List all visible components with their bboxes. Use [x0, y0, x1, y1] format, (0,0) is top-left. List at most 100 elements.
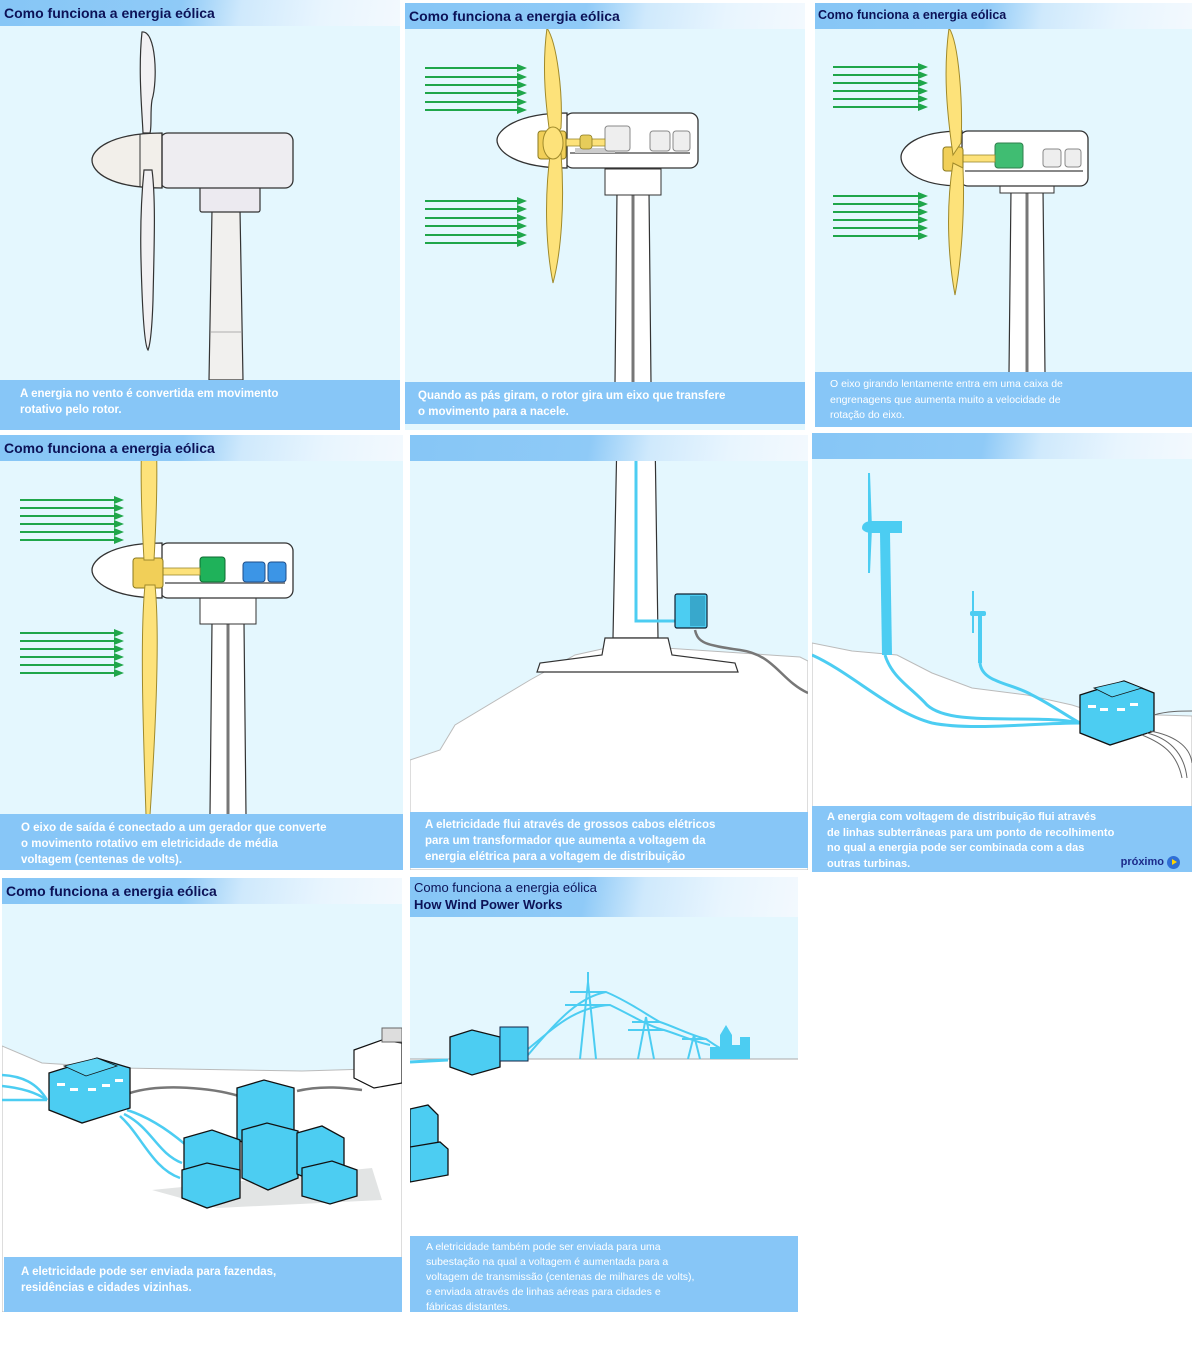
power-line [129, 1086, 363, 1098]
slide-header [812, 433, 1192, 459]
caption-box: Quando as pás giram, o rotor gira um eix… [405, 382, 805, 424]
caption-line: subestação na qual a voltagem é aumentad… [426, 1256, 669, 1268]
caption-line: fábricas distantes. [426, 1301, 511, 1312]
next-label: próximo [1120, 855, 1164, 868]
caption-line: A eletricidade pode ser enviada para faz… [21, 1266, 277, 1278]
caption-line: rotativo pelo rotor. [20, 404, 122, 416]
nacelle [91, 132, 294, 189]
city-skyline [710, 1025, 750, 1059]
caption-box: A eletricidade também pode ser enviada p… [410, 1236, 798, 1312]
outgoing-lines [1141, 710, 1192, 779]
play-arrow-icon [1167, 855, 1180, 869]
power-cable [634, 435, 680, 623]
wind-arrow-head-icon [114, 528, 124, 536]
slide-panel-5: A eletricidade flui através de grossos c… [410, 435, 808, 870]
slide-header: Como funciona a energia eólica [0, 435, 403, 461]
wind-arrow-head-icon [517, 231, 527, 239]
next-button[interactable]: próximo [1121, 855, 1180, 871]
caption-line: residências e cidades vizinhas. [21, 1282, 192, 1294]
slide-panel-6: A energia com voltagem de distribuição f… [812, 433, 1192, 872]
cable-in [410, 1058, 449, 1064]
wind-arrow-head-icon [517, 106, 527, 114]
nacelle-cutaway [91, 542, 294, 599]
wind-arrow-head-icon [517, 64, 527, 72]
wind-arrow-head-icon [517, 197, 527, 205]
tower [604, 161, 662, 384]
caption-line: A energia com voltagem de distribuição f… [827, 811, 1097, 823]
slide-header [410, 435, 808, 461]
tower [999, 161, 1055, 374]
wind-arrow-head-icon [114, 536, 124, 544]
turbine-exterior-illustration [91, 31, 294, 381]
wind-arrow-head-icon [114, 653, 124, 661]
transformer-box [674, 593, 708, 629]
caption-box: A eletricidade flui através de grossos c… [410, 812, 808, 868]
wind-arrow-head-icon [517, 73, 527, 81]
caption-line: para um transformador que aumenta a volt… [425, 835, 706, 847]
wind-arrows [425, 64, 527, 247]
slide-title: Como funciona a energia eólica [4, 5, 215, 21]
slide-header: Como funciona a energia eólica [815, 3, 1192, 29]
wind-arrow-head-icon [114, 504, 124, 512]
wind-arrow-head-icon [918, 103, 928, 111]
turbine-cutaway-rotor-illustration [425, 26, 699, 384]
slide-header: Como funciona a energia eólica How Wind … [410, 877, 798, 917]
wind-arrows [20, 496, 124, 677]
wind-arrow-head-icon [517, 89, 527, 97]
caption-line: A eletricidade flui através de grossos c… [425, 819, 716, 831]
underground-cable [693, 629, 808, 695]
tower [199, 585, 257, 816]
cables-to-city [2, 1073, 188, 1180]
caption-line: o movimento para a nacele. [418, 406, 569, 418]
underground-cables [812, 653, 1081, 729]
slide-title: Como funciona a energia eólica [409, 8, 620, 24]
wind-arrow-head-icon [918, 200, 928, 208]
rotor-blades [139, 31, 156, 352]
rotor-blades-highlight [542, 26, 564, 284]
wind-arrow-head-icon [114, 661, 124, 669]
caption-line: rotação do eixo. [830, 409, 905, 421]
wind-arrow-head-icon [517, 81, 527, 89]
caption-box: O eixo de saída é conectado a um gerador… [0, 814, 403, 870]
wind-arrows [833, 63, 928, 240]
caption-line: A eletricidade também pode ser enviada p… [426, 1241, 661, 1253]
caption-line: O eixo girando lentamente entra em uma c… [830, 378, 1063, 390]
turbine-small [970, 591, 986, 663]
wind-arrow-head-icon [918, 224, 928, 232]
city-buildings-partial [410, 1104, 449, 1183]
transmission-towers [527, 972, 731, 1060]
slide-title: Como funciona a energia eólica [4, 440, 215, 456]
wind-arrow-head-icon [517, 239, 527, 247]
turbine-cutaway-gearbox-illustration [833, 26, 1089, 374]
wind-arrow-head-icon [918, 232, 928, 240]
slide-header: Como funciona a energia eólica [405, 3, 805, 29]
nacelle-cutaway [900, 130, 1089, 187]
wind-arrow-head-icon [918, 216, 928, 224]
wind-arrow-head-icon [114, 520, 124, 528]
wind-arrow-head-icon [918, 208, 928, 216]
wind-arrow-head-icon [114, 496, 124, 504]
slide-title: Como funciona a energia eólica [414, 880, 597, 895]
caption-line: de linhas subterrâneas para um ponto de … [827, 826, 1115, 839]
collection-building [1079, 680, 1155, 746]
rotor-blades-highlight [945, 26, 965, 296]
rotor-blades-highlight [140, 435, 158, 816]
wind-arrow-head-icon [517, 205, 527, 213]
substation-building [48, 1057, 131, 1124]
caption-line: engrenagens que aumenta muito a velocida… [830, 393, 1061, 406]
wind-arrow-head-icon [114, 512, 124, 520]
tower-base-transformer-illustration [410, 435, 808, 870]
slide-panel-7: Como funciona a energia eólica A eletric… [2, 878, 402, 1312]
wind-arrow-head-icon [517, 98, 527, 106]
caption-box: O eixo girando lentamente entra em uma c… [815, 372, 1192, 427]
slide-header: Como funciona a energia eólica [2, 878, 402, 904]
slide-panel-2: Como funciona a energia eólica Quando as… [405, 3, 805, 430]
caption-line: O eixo de saída é conectado a um gerador… [21, 822, 327, 834]
caption-box: A eletricidade pode ser enviada para faz… [4, 1257, 402, 1312]
slide-panel-3: Como funciona a energia eólica O eixo gi… [815, 3, 1192, 427]
wind-arrow-head-icon [114, 637, 124, 645]
distribution-city-illustration [2, 1027, 402, 1312]
caption-line: no qual a energia pode ser combinada com… [827, 842, 1085, 854]
slide-panel-8: Como funciona a energia eólica How Wind … [410, 877, 798, 1312]
wind-arrow-head-icon [114, 629, 124, 637]
